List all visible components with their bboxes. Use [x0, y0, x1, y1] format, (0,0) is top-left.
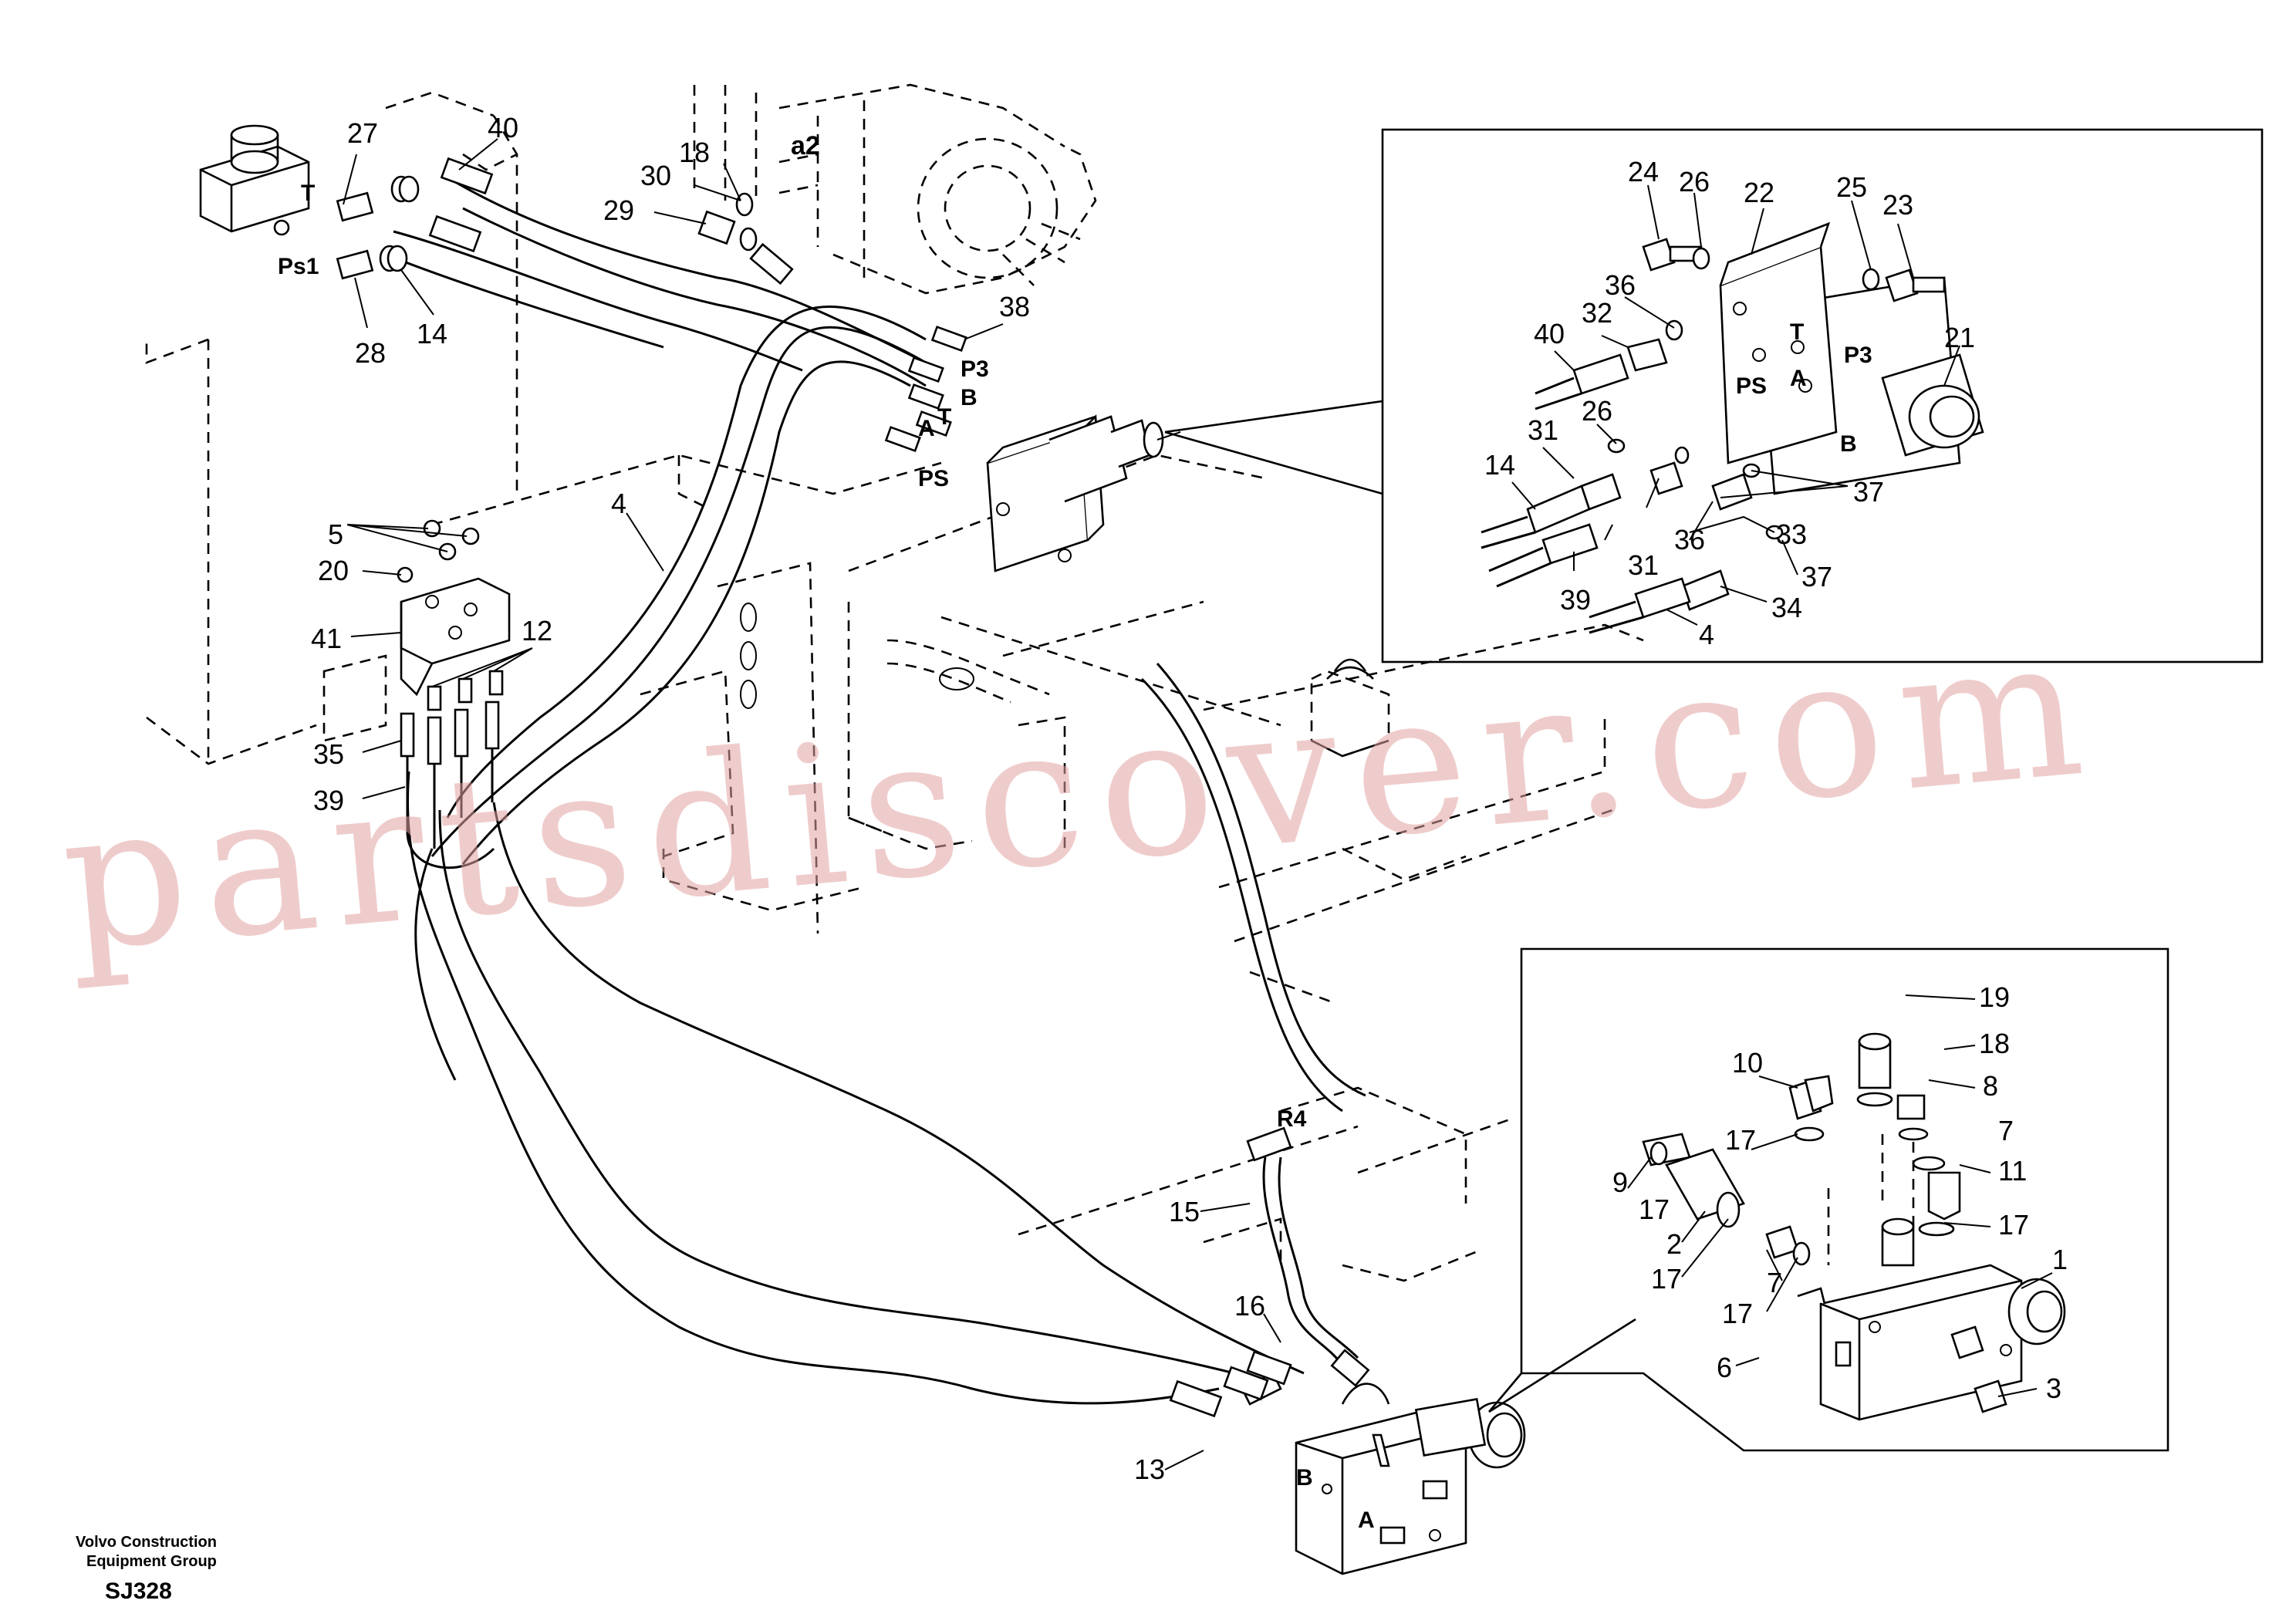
detail-callout-4: 4 [1699, 619, 1714, 650]
detail2-callout-19: 19 [1979, 981, 2010, 1013]
callout-40: 40 [488, 112, 518, 143]
port-p3: P3 [961, 356, 989, 382]
detail2-callout-7a: 7 [1998, 1115, 2014, 1146]
bottom-valve [1241, 1372, 1526, 1575]
port-b: B [961, 385, 977, 410]
left-manifold [322, 519, 511, 869]
detail2-callout-9: 9 [1612, 1167, 1628, 1198]
port-ps: PS [918, 466, 949, 491]
detail-callout-37: 37 [1853, 476, 1884, 508]
callout-29: 29 [603, 194, 634, 226]
callout-14: 14 [417, 318, 447, 349]
leader-lines [343, 138, 2053, 1470]
footer-company-line1: Volvo Construction [76, 1534, 217, 1551]
callout-20: 20 [318, 555, 349, 586]
port-a: A [918, 416, 935, 441]
port-ps1: Ps1 [278, 254, 319, 279]
callout-12: 12 [522, 615, 552, 647]
bottom-port-b: B [1296, 1465, 1313, 1491]
detail2-callout-17c: 17 [1639, 1194, 1670, 1225]
watermark-text: partsdiscover.com [54, 593, 2106, 994]
servo-valve [884, 326, 1181, 572]
callout-30: 30 [640, 160, 671, 191]
detail-callout-14: 14 [1484, 449, 1515, 481]
detail-callout-32: 32 [1582, 297, 1612, 329]
detail2-callout-3: 3 [2046, 1372, 2061, 1404]
detail2-callout-8: 8 [1983, 1070, 1998, 1102]
callout-35: 35 [313, 738, 344, 770]
detail2-callout-18: 18 [1979, 1028, 2010, 1059]
callout-38: 38 [999, 291, 1030, 322]
detail2-callout-10: 10 [1732, 1047, 1763, 1079]
detail-callout-23: 23 [1882, 189, 1913, 221]
detail-callout-31b: 31 [1628, 549, 1659, 581]
detail2-callout-17d: 17 [1651, 1263, 1682, 1295]
port-labels: T Ps1 a2 P3 B T A PS T P3 PS A B R4 B A [278, 131, 1872, 1533]
port-a2: a2 [791, 131, 820, 160]
port-t-left: T [301, 181, 315, 206]
callout-27: 27 [347, 117, 378, 149]
detail-callout-24: 24 [1628, 156, 1659, 187]
detail2-callout-17e: 17 [1722, 1298, 1753, 1329]
callout-labels: 27 40 18 30 29 28 14 38 5 20 4 41 12 35 … [311, 112, 2068, 1485]
callout-13: 13 [1134, 1453, 1165, 1485]
footer-block: Volvo Construction Equipment Group SJ328 [76, 1534, 217, 1604]
detail2-callout-17b: 17 [1998, 1209, 2029, 1241]
detail-callout-21: 21 [1944, 322, 1975, 353]
pump-outline [693, 83, 1097, 295]
callout-39: 39 [313, 785, 344, 816]
detail-port-ps: PS [1736, 373, 1767, 399]
detail-callout-34: 34 [1771, 592, 1802, 623]
callout-28: 28 [355, 337, 386, 369]
detail-callout-36: 36 [1605, 269, 1636, 301]
hose-lines [385, 176, 1366, 1405]
detail-callout-33: 33 [1776, 518, 1807, 550]
detail-callout-36b: 36 [1674, 524, 1705, 555]
detail-box-bottom [1488, 947, 2169, 1452]
detail2-callout-2: 2 [1666, 1228, 1682, 1260]
detail-port-p3: P3 [1844, 343, 1872, 368]
callout-4: 4 [611, 488, 626, 519]
bottom-port-a: A [1358, 1508, 1375, 1533]
left-valve-block [199, 124, 310, 236]
footer-drawing-code: SJ328 [105, 1578, 172, 1604]
detail-port-b: B [1840, 431, 1857, 457]
callout-41: 41 [311, 623, 342, 654]
detail-callout-22: 22 [1744, 177, 1774, 208]
detail2-callout-11: 11 [1998, 1155, 2027, 1187]
footer-company-line2: Equipment Group [86, 1553, 217, 1570]
bottom-fittings [1169, 1126, 1370, 1418]
detail-callout-39: 39 [1560, 584, 1591, 616]
callout-5: 5 [328, 518, 343, 550]
detail-callout-31: 31 [1528, 414, 1558, 446]
control-valve-outline [640, 562, 1390, 934]
callout-15: 15 [1169, 1196, 1200, 1227]
port-r4: R4 [1277, 1106, 1307, 1132]
detail-callout-26: 26 [1679, 166, 1710, 198]
detail2-callout-1: 1 [2052, 1244, 2068, 1275]
detail-callout-26b: 26 [1582, 395, 1612, 427]
detail-box-top [1164, 128, 2264, 663]
detail-callout-25: 25 [1836, 171, 1867, 203]
detail-callout-37b: 37 [1801, 561, 1832, 593]
detail-port-a: A [1790, 366, 1807, 391]
detail2-callout-6: 6 [1717, 1352, 1732, 1383]
port-t: T [937, 404, 951, 430]
detail-port-t: T [1790, 319, 1804, 345]
callout-16: 16 [1234, 1290, 1265, 1322]
detail-callout-40: 40 [1534, 318, 1565, 349]
top-fittings [336, 157, 794, 285]
detail2-callout-7b: 7 [1767, 1267, 1782, 1298]
callout-18-top: 18 [679, 137, 710, 168]
detail2-callout-17a: 17 [1725, 1124, 1756, 1156]
